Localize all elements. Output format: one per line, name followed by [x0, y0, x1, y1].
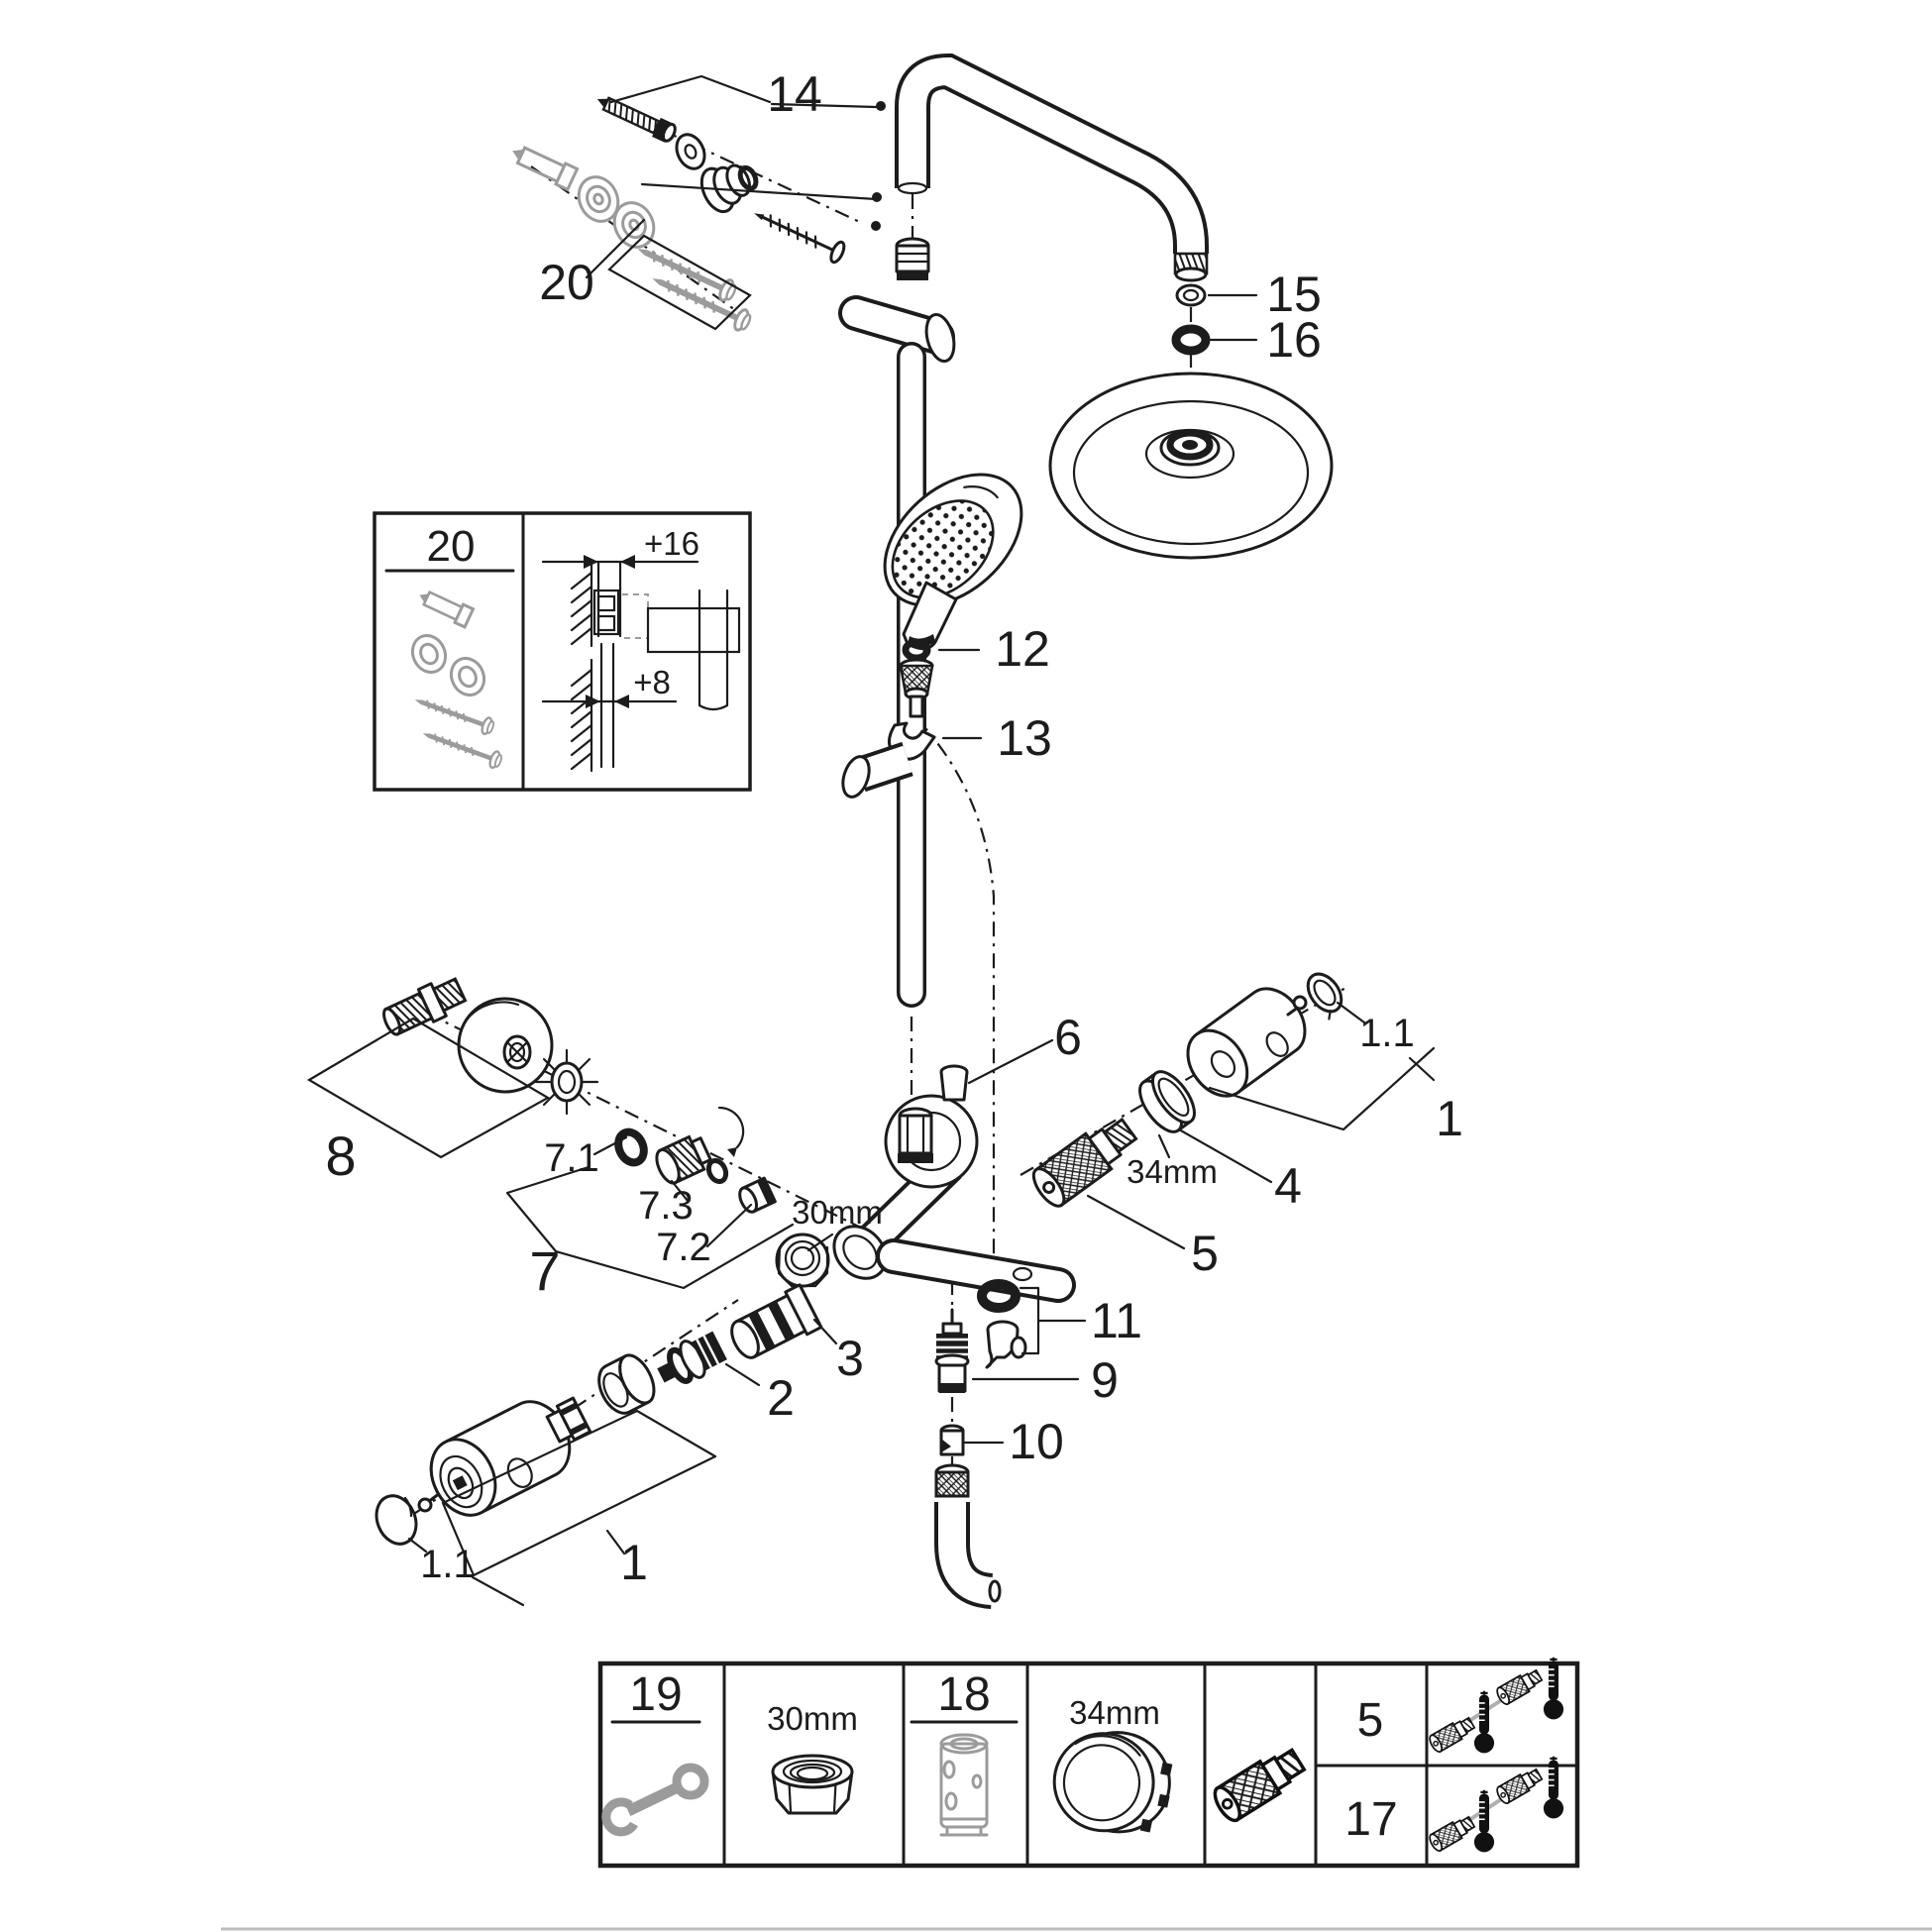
bushing-part-7-2 [738, 1176, 777, 1214]
rain-shower-head [1048, 372, 1334, 560]
rotate-arrow [717, 1106, 745, 1149]
callout-7-3: 7.3 [638, 1184, 694, 1228]
open-end-wrench-icon [601, 1763, 709, 1837]
callout-20-top: 20 [539, 255, 594, 310]
inset-label-20: 20 [427, 522, 476, 571]
callout-1-left: 1 [620, 1535, 648, 1590]
inset-dim-plus16: +16 [644, 525, 699, 562]
callout-1-1-left: 1.1 [420, 1543, 476, 1586]
cartridge-part-9 [934, 1308, 970, 1393]
callout-1-1-right: 1.1 [1359, 1012, 1415, 1055]
table-label-34mm: 34mm [1069, 1694, 1160, 1731]
quick-connect-adapter-part-5 [1031, 1117, 1138, 1208]
callout-1-right: 1 [1436, 1091, 1463, 1146]
callout-12: 12 [995, 621, 1050, 677]
lock-ring-icon [1052, 1731, 1173, 1834]
callout-3: 3 [836, 1331, 864, 1386]
flow-part [545, 1396, 592, 1444]
union-part-7-3 [655, 1134, 712, 1185]
lock-ring-part-4 [1138, 1070, 1196, 1133]
callout-leader-lines [306, 74, 1436, 1607]
table-label-19: 19 [629, 1668, 682, 1721]
table-label-5: 5 [1357, 1694, 1384, 1747]
hand-shower [883, 473, 1023, 607]
oring-part-11a [977, 1279, 1020, 1313]
row5-adapter-thermometer-icons [1426, 1656, 1565, 1755]
inset-dim-plus8: +8 [633, 664, 671, 700]
mount-ring [597, 1353, 656, 1415]
callout-16: 16 [1266, 312, 1322, 368]
dimension-34mm: 34mm [1127, 1153, 1218, 1190]
oring-part-7-3-small [705, 1157, 729, 1185]
screw-part-1-right [1286, 995, 1308, 1017]
inset-dimension-plus16 [541, 555, 699, 569]
callout-14: 14 [767, 66, 822, 122]
inset-hardware-icons [406, 590, 503, 770]
hose-cone-nut [899, 658, 934, 718]
table-label-30mm: 30mm [767, 1700, 858, 1737]
riser-tee-connector [838, 237, 956, 363]
handle-part-1-left [429, 1400, 572, 1517]
callout-7: 7 [529, 1239, 560, 1302]
table-label-17: 17 [1344, 1793, 1397, 1846]
oring-part-12 [902, 638, 931, 662]
thermostat-valve-body [832, 1094, 1076, 1303]
tools-table: 19 30mm 18 34mm 5 17 [597, 1656, 1580, 1869]
star-washer [534, 1048, 599, 1116]
callout-labels: 14 20 15 16 12 13 6 1.1 1 34mm 4 5 8 7.1… [325, 66, 1462, 1590]
callout-9: 9 [1091, 1352, 1119, 1408]
oring-part-16 [1171, 324, 1211, 356]
check-valve-part-11b [985, 1320, 1027, 1369]
row17-adapter-thermometer-icons [1426, 1755, 1565, 1854]
hex-nut-icon [771, 1754, 854, 1815]
dimension-30mm: 30mm [792, 1194, 883, 1231]
screw-part-6 [939, 1064, 969, 1102]
clip-ring-part-1-1-right [1306, 972, 1343, 1020]
escutcheon-part-8 [457, 997, 554, 1094]
wall-union-part-8 [382, 977, 468, 1036]
callout-11: 11 [1091, 1293, 1142, 1348]
nut-30mm-part [775, 1233, 830, 1288]
hand-shower-holder [841, 721, 936, 799]
cartridge-part-2 [657, 1331, 727, 1384]
cartridge-socket-tool-icon [939, 1733, 989, 1837]
callout-13: 13 [997, 710, 1052, 766]
callout-7-1: 7.1 [544, 1136, 599, 1180]
callout-6: 6 [1054, 1010, 1082, 1065]
callout-7-2: 7.2 [656, 1226, 711, 1269]
rotate-arrowhead [727, 1147, 737, 1157]
shower-hose [934, 1463, 1002, 1609]
callout-4: 4 [1274, 1158, 1302, 1214]
callout-8: 8 [325, 1125, 356, 1187]
callout-5: 5 [1191, 1226, 1219, 1281]
inset-dimension-plus8 [541, 695, 678, 708]
shower-arm-pipe [895, 53, 1209, 282]
callout-2: 2 [767, 1370, 795, 1426]
oring-part-7-1 [614, 1127, 648, 1167]
escutcheon-part-1-right [1186, 987, 1307, 1098]
mount-screw-group-14 [596, 96, 886, 265]
inset-wall-section [570, 561, 741, 773]
inset-mounting-detail-box [373, 511, 752, 792]
callout-15: 15 [1266, 267, 1322, 322]
washer-part-15 [1175, 283, 1207, 307]
callout-10: 10 [1009, 1414, 1064, 1469]
adapter-part-10 [939, 1424, 965, 1456]
cap-part-1-1-left [375, 1494, 418, 1546]
sleeve-part-3 [730, 1283, 823, 1359]
table-label-18: 18 [937, 1668, 990, 1721]
